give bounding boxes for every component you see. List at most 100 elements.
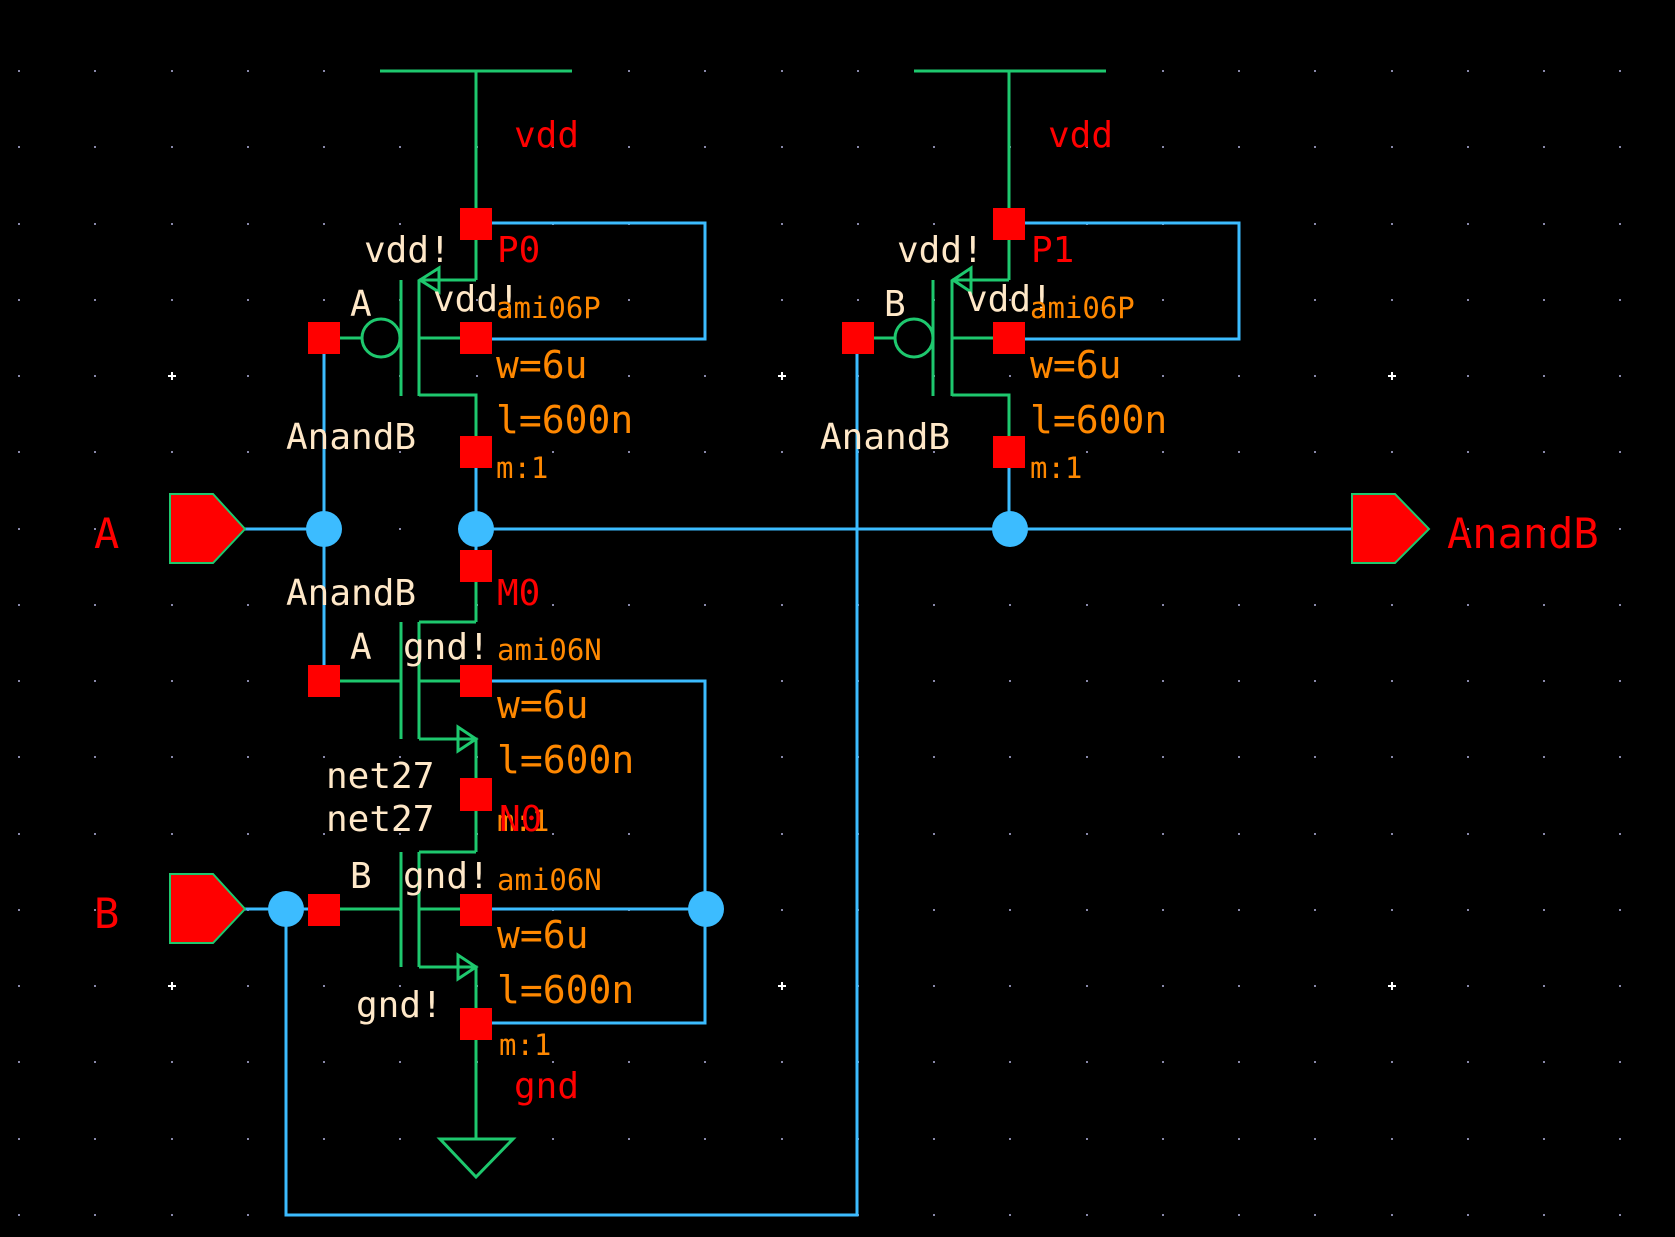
junction-dot[interactable] — [992, 511, 1028, 547]
grid-dot — [781, 223, 783, 225]
p1-bulk-net-label: vdd! — [966, 279, 1053, 320]
grid-dot — [933, 1061, 935, 1063]
grid-dot — [323, 223, 325, 225]
vdd-symbol-p1[interactable] — [914, 69, 1106, 208]
grid-dot — [323, 833, 325, 835]
grid-dot — [476, 299, 478, 301]
bulk-terminal[interactable] — [460, 322, 492, 354]
grid-dot — [1619, 680, 1621, 682]
input-pin-b[interactable] — [169, 873, 247, 944]
pmos-p0[interactable] — [308, 208, 492, 468]
grid-dot — [1619, 451, 1621, 453]
grid-dot — [94, 299, 96, 301]
grid-dot — [171, 756, 173, 758]
wire-nmos-bulk[interactable] — [492, 679, 707, 1025]
grid-dot — [18, 833, 20, 835]
source-terminal[interactable] — [460, 1008, 492, 1040]
vdd-symbol-p0[interactable] — [380, 69, 572, 208]
grid-dot — [1543, 1061, 1545, 1063]
pmos-p1[interactable] — [842, 208, 1025, 468]
m0-drain-net-label: AnandB — [286, 573, 416, 614]
grid-dot — [1543, 146, 1545, 148]
n0-gate-net-label: B — [350, 856, 372, 897]
grid-dot — [781, 299, 783, 301]
grid-dot — [552, 833, 554, 835]
grid-dot — [1086, 985, 1088, 987]
grid-dot — [1543, 680, 1545, 682]
wire-p1-bulk[interactable] — [1025, 221, 1241, 341]
grid-dot — [1162, 1214, 1164, 1216]
grid-dot — [1543, 604, 1545, 606]
grid-dot — [552, 756, 554, 758]
grid-dot — [781, 909, 783, 911]
grid-dot — [1086, 146, 1088, 148]
input-pin-a[interactable] — [169, 493, 247, 564]
grid-dot — [1009, 1138, 1011, 1140]
grid-dot — [628, 146, 630, 148]
wire-b-loop[interactable] — [284, 354, 859, 1217]
drain-terminal[interactable] — [993, 436, 1025, 468]
grid-dot — [552, 985, 554, 987]
p0-width: w=6u — [496, 343, 588, 387]
output-pin-anandb[interactable] — [1351, 493, 1431, 564]
bulk-terminal[interactable] — [460, 894, 492, 926]
grid-dot — [704, 146, 706, 148]
grid-dot — [1162, 451, 1164, 453]
gate-terminal[interactable] — [308, 894, 340, 926]
gate-terminal[interactable] — [842, 322, 874, 354]
gate-terminal[interactable] — [308, 322, 340, 354]
gate-terminal[interactable] — [308, 665, 340, 697]
grid-dot — [94, 146, 96, 148]
p1-source-net-label: vdd! — [897, 230, 984, 271]
p0-length: l=600n — [496, 398, 633, 442]
source-terminal[interactable] — [460, 208, 492, 240]
grid-dot — [94, 70, 96, 72]
grid-dot — [399, 146, 401, 148]
grid-dot — [94, 833, 96, 835]
drain-terminal[interactable] — [460, 550, 492, 582]
grid-dot — [399, 604, 401, 606]
grid-dot — [704, 70, 706, 72]
grid-dot — [1009, 985, 1011, 987]
nmos-n0[interactable] — [308, 811, 492, 1040]
drain-terminal[interactable] — [460, 436, 492, 468]
grid-dot — [1314, 146, 1316, 148]
p0-model: ami06P — [496, 291, 601, 325]
input-pin-icon — [169, 873, 247, 944]
junction-dot[interactable] — [268, 891, 304, 927]
grid-dot — [1391, 146, 1393, 148]
grid-dot — [1543, 1138, 1545, 1140]
grid-dot — [323, 1138, 325, 1140]
junction-dot[interactable] — [458, 511, 494, 547]
grid-dot — [781, 451, 783, 453]
bulk-terminal[interactable] — [993, 322, 1025, 354]
grid-dot — [1314, 451, 1316, 453]
grid-dot — [857, 146, 859, 148]
gnd-symbol[interactable] — [436, 1040, 517, 1180]
grid-dot — [1619, 1061, 1621, 1063]
grid-dot — [1543, 299, 1545, 301]
grid-dot — [1619, 1138, 1621, 1140]
grid-dot — [247, 299, 249, 301]
grid-dot — [247, 985, 249, 987]
grid-dot — [1619, 985, 1621, 987]
junction-dot[interactable] — [688, 891, 724, 927]
source-terminal[interactable] — [460, 778, 492, 811]
grid-dot — [1391, 680, 1393, 682]
junction-dot[interactable] — [306, 511, 342, 547]
grid-dot — [247, 833, 249, 835]
grid-dot — [1543, 528, 1545, 530]
output-pin-icon — [1351, 493, 1431, 564]
source-terminal[interactable] — [993, 208, 1025, 240]
grid-dot — [1162, 1138, 1164, 1140]
grid-dot — [1543, 375, 1545, 377]
grid-dot — [399, 1138, 401, 1140]
bulk-terminal[interactable] — [460, 665, 492, 697]
grid-dot — [1619, 833, 1621, 835]
source-arrow-icon — [456, 724, 479, 754]
nmos-m0[interactable] — [308, 550, 492, 811]
wire-p0-bulk[interactable] — [492, 221, 707, 341]
grid-dot — [1086, 680, 1088, 682]
drain-lead — [952, 393, 1011, 436]
